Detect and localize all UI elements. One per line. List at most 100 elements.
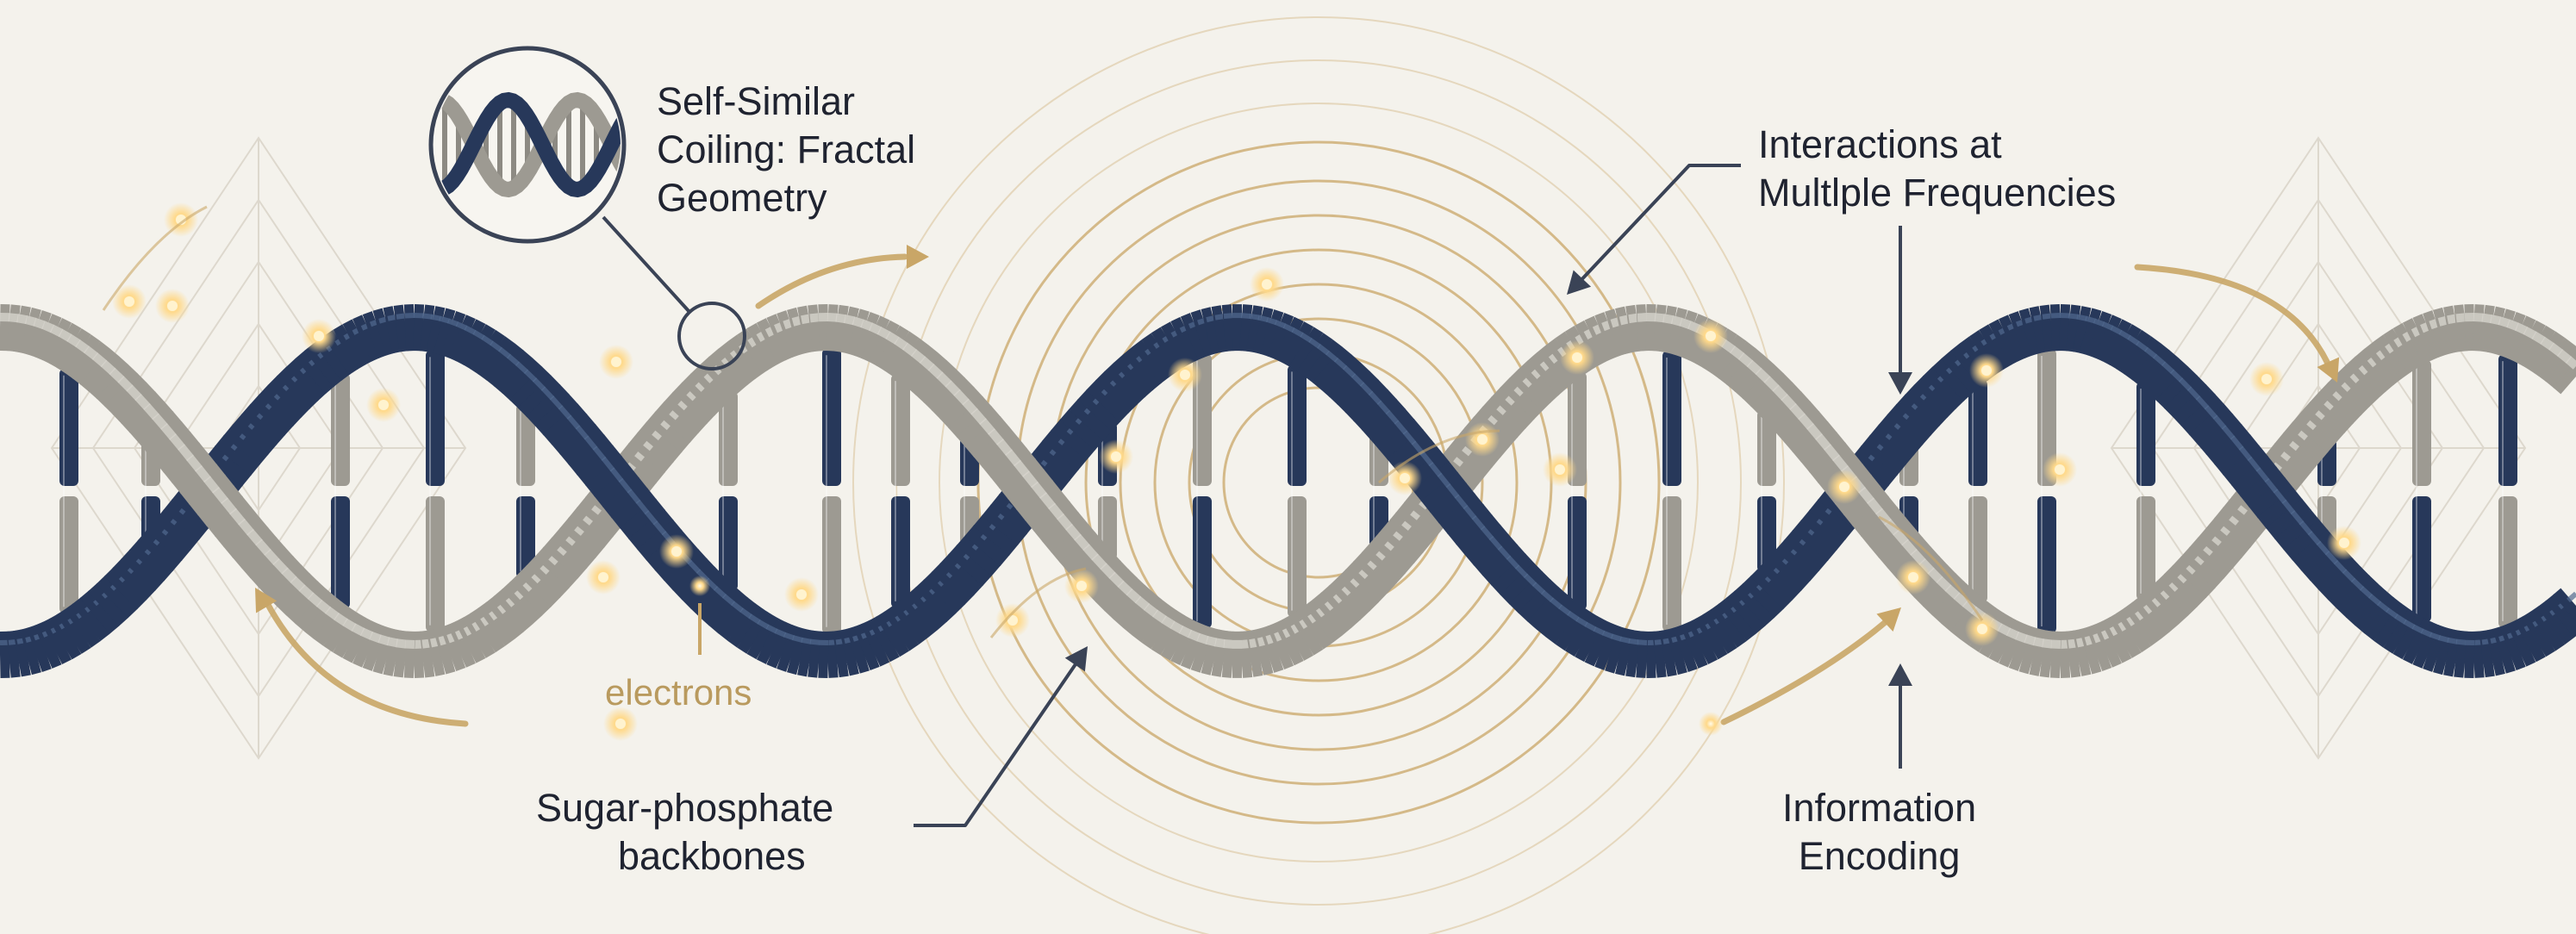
silver-strand-segment — [517, 598, 527, 607]
navy-strand-segment — [172, 524, 182, 535]
silver-strand-highlight — [1732, 349, 1742, 357]
silver-strand-segment — [1370, 567, 1380, 577]
navy-strand-segment — [1594, 641, 1604, 645]
navy-strand-segment — [1293, 342, 1302, 347]
navy-strand-segment — [431, 329, 440, 331]
silver-strand-highlight — [2034, 641, 2043, 643]
silver-strand-segment — [508, 606, 518, 613]
silver-strand-segment — [457, 642, 466, 646]
silver-strand-segment — [2353, 382, 2362, 391]
navy-strand-segment — [2008, 336, 2018, 340]
navy-strand-segment — [319, 361, 328, 369]
silver-strand-segment — [1551, 363, 1561, 370]
navy-strand-segment — [1767, 583, 1776, 593]
navy-strand-segment — [1672, 650, 1681, 652]
navy-strand-segment — [508, 368, 518, 376]
silver-strand-segment — [483, 626, 492, 632]
silver-strand-highlight — [2491, 319, 2500, 321]
navy-strand-segment — [1741, 608, 1750, 616]
navy-strand-segment — [1310, 352, 1319, 359]
arrow-head-icon — [1888, 663, 1912, 686]
navy-strand-segment — [552, 409, 561, 420]
silver-strand-segment — [1517, 394, 1526, 403]
navy-strand-segment — [2353, 592, 2362, 601]
silver-strand-segment — [2025, 649, 2035, 651]
silver-strand-segment — [2198, 563, 2207, 573]
navy-strand-segment — [2482, 653, 2492, 655]
silver-strand-segment — [793, 330, 802, 333]
dna-inset-icon — [427, 48, 629, 241]
silver-strand-segment — [1215, 652, 1225, 654]
silver-strand-highlight — [371, 636, 380, 639]
navy-strand-segment — [69, 628, 78, 634]
silver-strand-segment — [776, 335, 785, 339]
silver-strand-segment — [2370, 366, 2380, 374]
silver-strand-segment — [78, 353, 87, 360]
silver-strand-segment — [552, 563, 561, 573]
electron-dot — [796, 589, 807, 600]
label-interactions: Interactions at Multlple Frequencies — [1758, 121, 2116, 217]
navy-strand-segment — [707, 592, 716, 601]
navy-strand-segment — [1517, 578, 1526, 588]
navy-strand-segment — [362, 336, 371, 340]
navy-strand-segment — [2396, 628, 2405, 634]
electron-dot — [1555, 464, 1565, 475]
silver-strand-highlight — [78, 343, 87, 350]
navy-strand-segment — [440, 331, 449, 333]
navy-strand-segment — [1586, 636, 1595, 641]
base-pair-rung — [1193, 496, 1212, 628]
navy-strand-highlight — [1637, 642, 1647, 643]
navy-strand-segment — [310, 368, 320, 376]
navy-strand-segment — [534, 391, 544, 401]
navy-strand-segment — [2068, 327, 2078, 328]
navy-strand-segment — [724, 607, 733, 615]
silver-strand-segment — [534, 581, 544, 590]
navy-strand-segment — [1655, 654, 1664, 655]
silver-strand-segment — [1534, 377, 1544, 386]
navy-strand-segment — [2206, 419, 2216, 430]
silver-strand-segment — [1310, 624, 1319, 631]
silver-strand-segment — [1663, 328, 1673, 330]
navy-strand-segment — [2344, 583, 2354, 593]
navy-strand-segment — [293, 383, 303, 393]
electron-dot — [2055, 464, 2065, 475]
navy-strand-segment — [121, 583, 130, 593]
navy-strand-segment — [1663, 652, 1673, 654]
navy-strand-segment — [1930, 392, 1940, 402]
silver-strand-highlight — [396, 643, 406, 644]
navy-strand-highlight — [2086, 319, 2095, 321]
navy-strand-segment — [1896, 429, 1905, 440]
silver-strand-segment — [853, 331, 863, 333]
silver-strand-highlight — [879, 331, 889, 336]
navy-strand-segment — [52, 638, 61, 643]
navy-strand-segment — [1560, 619, 1569, 626]
navy-strand-segment — [801, 652, 811, 654]
navy-strand-segment — [345, 345, 354, 351]
navy-strand-segment — [1793, 555, 1802, 565]
silver-strand-segment — [698, 389, 708, 399]
silver-strand-highlight — [914, 352, 923, 360]
silver-strand-segment — [2017, 646, 2026, 650]
navy-strand-segment — [1956, 368, 1966, 376]
navy-strand-segment — [836, 653, 845, 655]
silver-strand-segment — [888, 346, 897, 352]
navy-strand-segment — [2491, 651, 2500, 653]
navy-strand-segment — [741, 622, 751, 629]
navy-strand-segment — [457, 336, 466, 340]
base-pair-rung — [426, 350, 445, 486]
base-pair-rung — [331, 373, 350, 486]
navy-strand-segment — [129, 574, 139, 584]
navy-strand-segment — [250, 429, 259, 440]
navy-strand-segment — [2361, 600, 2371, 608]
navy-strand-segment — [1887, 439, 1897, 451]
navy-strand-segment — [2473, 654, 2483, 655]
silver-strand-segment — [1189, 644, 1199, 647]
navy-strand-segment — [1396, 433, 1406, 445]
navy-strand-segment — [2086, 331, 2095, 333]
silver-strand-segment — [1327, 610, 1337, 618]
silver-strand-segment — [2404, 343, 2414, 348]
silver-strand-highlight — [1146, 607, 1156, 613]
navy-strand-segment — [1612, 648, 1621, 651]
silver-strand-highlight — [2456, 317, 2466, 318]
silver-strand-highlight — [2043, 643, 2052, 644]
